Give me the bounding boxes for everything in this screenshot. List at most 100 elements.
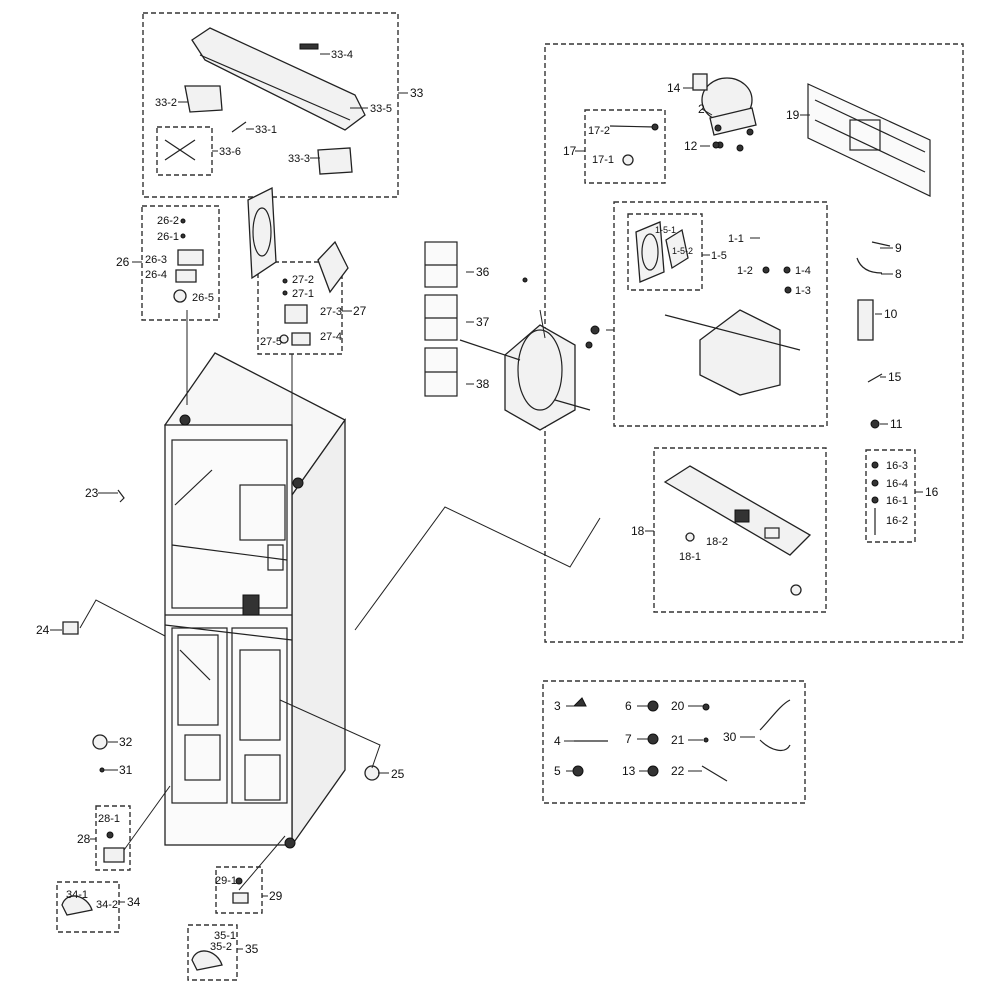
group-box-33 <box>142 12 399 198</box>
label-35-2: 35-2 <box>210 941 232 953</box>
label-38: 38 <box>476 377 490 391</box>
label-17-1: 17-1 <box>592 154 614 166</box>
label-1-1: 1-1 <box>728 233 744 245</box>
group-box-27 <box>257 261 343 355</box>
label-33: 33 <box>410 86 424 100</box>
label-10: 10 <box>884 307 898 321</box>
label-13: 13 <box>622 764 636 778</box>
label-22: 22 <box>671 764 685 778</box>
group-box-26 <box>141 205 220 321</box>
label-32: 32 <box>119 735 133 749</box>
label-26-2: 26-2 <box>157 215 179 227</box>
label-16-4: 16-4 <box>886 478 908 490</box>
label-18-1: 18-1 <box>679 551 701 563</box>
machine-compartment-assembly <box>459 277 600 431</box>
group-box-hardware <box>542 680 806 804</box>
label-17: 17 <box>563 144 577 158</box>
compressor <box>692 73 757 152</box>
label-16-2: 16-2 <box>886 515 908 527</box>
label-21: 21 <box>671 733 685 747</box>
label-35: 35 <box>245 942 259 956</box>
drain-heater-17 <box>609 123 659 166</box>
label-3: 3 <box>554 699 561 713</box>
group-box-1-5 <box>627 213 703 291</box>
label-29-1: 29-1 <box>215 875 237 887</box>
label-20: 20 <box>671 699 685 713</box>
label-35-1: 35-1 <box>214 930 236 942</box>
evaporator-covers <box>424 241 458 397</box>
label-28-1: 28-1 <box>98 813 120 825</box>
label-5: 5 <box>554 764 561 778</box>
label-15: 15 <box>888 370 902 384</box>
label-16-1: 16-1 <box>886 495 908 507</box>
label-27: 27 <box>353 304 367 318</box>
label-33-6: 33-6 <box>219 146 241 158</box>
label-1-5-2: 1-5-2 <box>672 246 693 256</box>
top-hinge-plate <box>164 27 366 175</box>
label-1-5-1: 1-5-1 <box>655 225 676 235</box>
group-box-35 <box>187 924 238 981</box>
label-26-3: 26-3 <box>145 254 167 266</box>
label-26: 26 <box>116 255 130 269</box>
label-1-5: 1-5 <box>711 250 727 262</box>
label-34-1: 34-1 <box>66 889 88 901</box>
label-27-5: 27-5 <box>260 336 282 348</box>
label-28: 28 <box>77 832 91 846</box>
main-pcb <box>663 465 812 596</box>
hinge-parts-27 <box>279 240 349 346</box>
label-12: 12 <box>684 139 698 153</box>
label-37: 37 <box>476 315 490 329</box>
right-small-parts <box>856 241 891 535</box>
label-1-2: 1-2 <box>737 265 753 277</box>
label-8: 8 <box>895 267 902 281</box>
label-27-4: 27-4 <box>320 331 342 343</box>
group-box-16 <box>865 449 916 543</box>
label-1-4: 1-4 <box>795 265 811 277</box>
callout-labels: 33 33-4 33-5 33-1 33-2 33-6 33-3 26-2 26… <box>36 49 939 956</box>
label-26-4: 26-4 <box>145 269 167 281</box>
label-18-2: 18-2 <box>706 536 728 548</box>
group-box-17 <box>584 109 666 184</box>
label-33-4: 33-4 <box>331 49 353 61</box>
label-27-3: 27-3 <box>320 306 342 318</box>
fan-motor-assembly <box>635 221 801 396</box>
label-19: 19 <box>786 108 800 122</box>
label-11: 11 <box>890 417 903 431</box>
label-2: 2 <box>698 102 705 116</box>
label-26-5: 26-5 <box>192 292 214 304</box>
leader-lines <box>50 53 923 950</box>
label-33-5: 33-5 <box>370 103 392 115</box>
label-34-2: 34-2 <box>96 899 118 911</box>
label-16: 16 <box>925 485 939 499</box>
label-30: 30 <box>723 730 737 744</box>
label-23: 23 <box>85 486 99 500</box>
label-24: 24 <box>36 623 50 637</box>
label-34: 34 <box>127 895 141 909</box>
label-33-3: 33-3 <box>288 153 310 165</box>
label-14: 14 <box>667 81 681 95</box>
label-26-1: 26-1 <box>157 231 179 243</box>
label-33-1: 33-1 <box>255 124 277 136</box>
hinge-parts-26 <box>173 218 204 303</box>
label-29: 29 <box>269 889 283 903</box>
label-6: 6 <box>625 699 632 713</box>
label-4: 4 <box>554 734 561 748</box>
label-27-1: 27-1 <box>292 288 314 300</box>
label-31: 31 <box>119 763 133 777</box>
label-18: 18 <box>631 524 645 538</box>
label-1-3: 1-3 <box>795 285 811 297</box>
label-33-2: 33-2 <box>155 97 177 109</box>
refrigerator-cabinet <box>164 352 346 849</box>
label-17-2: 17-2 <box>588 125 610 137</box>
group-box-28 <box>95 805 131 871</box>
label-7: 7 <box>625 732 632 746</box>
group-box-33-6 <box>156 126 213 176</box>
label-27-2: 27-2 <box>292 274 314 286</box>
label-16-3: 16-3 <box>886 460 908 472</box>
label-25: 25 <box>391 767 405 781</box>
fan-shroud-top <box>247 186 277 280</box>
label-36: 36 <box>476 265 490 279</box>
group-box-29 <box>215 866 263 914</box>
lower-hinge-parts <box>61 489 380 971</box>
